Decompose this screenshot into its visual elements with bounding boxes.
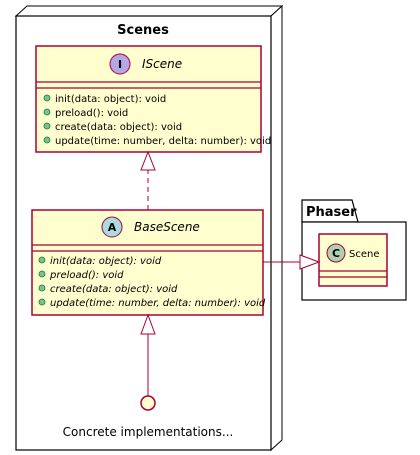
- basescene-name: BaseScene: [134, 220, 200, 234]
- phaser-scene-box: [318, 233, 388, 287]
- basescene-member: create(data: object): void: [50, 284, 178, 295]
- basescene-member: init(data: object): void: [50, 256, 162, 267]
- iscene-member: init(data: object): void: [55, 94, 166, 105]
- package-title-phaser: Phaser: [306, 205, 357, 220]
- realization-arrow-iscene: [140, 150, 156, 210]
- public-method-icon: [38, 256, 46, 264]
- basescene-member: preload(): void: [49, 270, 124, 281]
- public-method-icon: [43, 108, 51, 116]
- interface-letter: I: [118, 58, 122, 71]
- class-iscene: I IScene init(data: object): void preloa…: [35, 45, 271, 153]
- public-method-icon: [43, 122, 51, 130]
- class-phaser-scene: C Scene: [318, 233, 388, 287]
- inheritance-arrow-phaser-scene: [263, 254, 321, 270]
- iscene-member: create(data: object): void: [55, 122, 182, 133]
- iscene-member: update(time: number, delta: number): voi…: [55, 136, 271, 147]
- class-letter: C: [332, 247, 340, 260]
- public-method-icon: [38, 284, 46, 292]
- package-title-scenes: Scenes: [117, 23, 169, 38]
- iscene-name: IScene: [142, 57, 182, 71]
- basescene-member: update(time: number, delta: number): voi…: [50, 298, 266, 309]
- class-basescene: A BaseScene init(data: object): void pre…: [31, 209, 266, 316]
- interface-circle-icon: [140, 395, 156, 411]
- implementations-label: Concrete implementations...: [63, 425, 234, 439]
- basescene-box: [31, 209, 264, 316]
- iscene-member: preload(): void: [55, 108, 128, 119]
- public-method-icon: [43, 94, 51, 102]
- concrete-implementations-node: Concrete implementations...: [63, 395, 234, 439]
- abstract-stereotype-icon: [101, 216, 123, 238]
- phaser-scene-name: Scene: [349, 249, 380, 260]
- public-method-icon: [38, 270, 46, 278]
- inheritance-arrow-basescene: [140, 313, 156, 396]
- public-method-icon: [38, 298, 46, 306]
- interface-stereotype-icon: [109, 53, 131, 75]
- class-stereotype-icon: [326, 243, 346, 263]
- public-method-icon: [43, 136, 51, 144]
- abstract-letter: A: [108, 221, 117, 234]
